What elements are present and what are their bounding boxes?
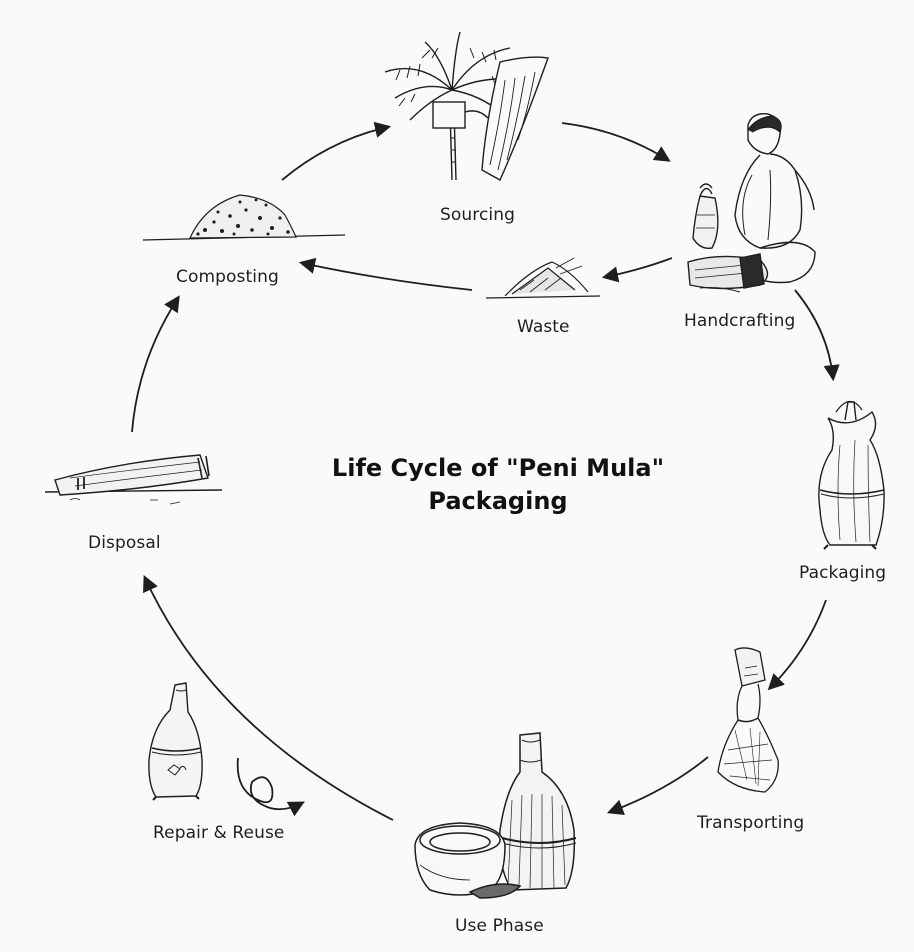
stage-label-repair-reuse: Repair & Reuse [153,823,285,843]
diagram-title: Life Cycle of "Peni Mula" Packaging [300,452,696,518]
stage-label-waste: Waste [517,317,570,337]
stage-label-disposal: Disposal [88,533,161,553]
arrow-handcrafting-to-packaging [795,290,833,378]
stage-label-handcrafting: Handcrafting [684,311,795,331]
stage-label-packaging: Packaging [799,563,886,583]
stage-label-composting: Composting [176,267,279,287]
arrow-disposal-to-composting [132,298,178,432]
title-line-2: Packaging [300,485,696,518]
scrap-pile-icon [486,258,600,298]
arrow-sourcing-to-handcrafting [562,123,668,160]
arrow-repair-loop [238,758,302,809]
carried-bundle-icon [718,648,778,792]
title-line-1: Life Cycle of "Peni Mula" [300,452,696,485]
arrow-transporting-to-use-phase [610,757,708,812]
discarded-bundle-icon [45,455,222,504]
tied-bag-icon [819,401,884,549]
patched-jar-icon [149,683,202,800]
compost-heap-icon [143,195,345,240]
stage-label-use-phase: Use Phase [455,916,544,936]
palm-tree-icon [385,32,548,180]
arrow-waste-to-composting [302,263,472,290]
bowl-and-jar-icon [415,733,576,898]
arrow-composting-to-sourcing [282,127,388,180]
arrow-handcrafting-to-waste [605,258,672,277]
stage-label-transporting: Transporting [697,813,804,833]
arrow-packaging-to-transporting [770,600,826,688]
stage-label-sourcing: Sourcing [440,205,515,225]
artisan-weaving-icon [688,114,815,292]
